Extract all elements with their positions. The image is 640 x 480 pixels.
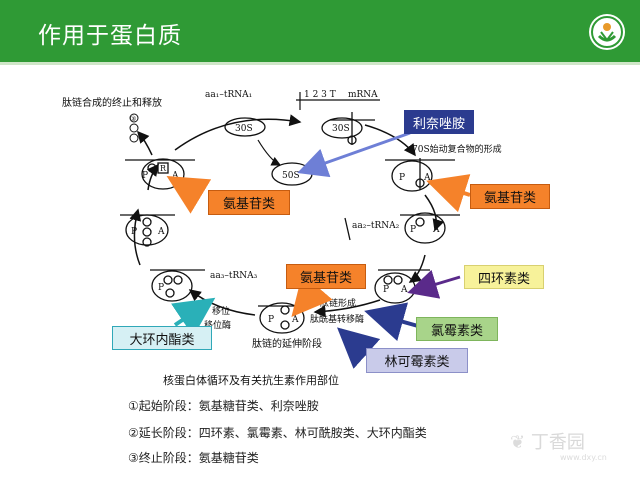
cycle-arc-bottom-left [188, 289, 256, 316]
svg-text:30S: 30S [235, 124, 253, 134]
inner-arrow-30s [257, 139, 282, 166]
aminoglycoside-label-2: 氨基苷类 [470, 184, 550, 209]
ribosome-aa2 [344, 212, 460, 244]
svg-text:mRNA: mRNA [348, 90, 378, 100]
aminoglycoside-arrow-2 [426, 174, 471, 213]
svg-text:③: ③ [130, 115, 136, 123]
svg-text:肽酰基转移酶: 肽酰基转移酶 [310, 313, 364, 325]
svg-text:肽链形成: 肽链形成 [320, 297, 356, 309]
svg-text:A: A [423, 173, 431, 183]
cycle-arc-top [174, 114, 302, 151]
header-bar: 作用于蛋白质 [0, 0, 640, 62]
macrolide-label: 大环内酯类 [112, 326, 212, 350]
watermark-brand: ❦ 丁香园 [510, 432, 585, 453]
svg-text:50S: 50S [282, 171, 300, 181]
lincomycin-label: 林可霉素类 [366, 348, 468, 373]
svg-text:P: P [131, 227, 137, 237]
tetracycline-arrow [407, 269, 461, 299]
ribosome-release [125, 158, 195, 190]
svg-text:A: A [432, 225, 440, 235]
complex-label: 70S始动复合物的形成 [412, 143, 502, 155]
slide-title: 作用于蛋白质 [38, 23, 182, 49]
summary-line-termination: ③终止阶段：氨基糖苷类 [128, 451, 259, 465]
svg-text:P: P [383, 285, 389, 295]
svg-text:P: P [399, 173, 405, 183]
cycle-arc-left-up [146, 163, 159, 191]
aminoglycoside-arrow-1 [166, 175, 212, 214]
aminoglycoside-label-1: 氨基苷类 [208, 190, 290, 215]
chloramphenicol-label: 氯霉素类 [416, 317, 498, 341]
svg-text:A: A [400, 285, 408, 295]
header-divider [0, 62, 640, 65]
lincomycin-arrow [337, 327, 381, 369]
elongation-label: 肽链的延伸阶段 [252, 337, 322, 350]
termination-label: 肽链合成的终止和释放 [62, 96, 162, 109]
svg-text:aa₃–tRNA₃: aa₃–tRNA₃ [210, 271, 258, 281]
svg-text:P: P [158, 283, 164, 293]
svg-text:30S: 30S [332, 124, 350, 134]
subunit-30s-right [321, 112, 375, 145]
svg-text:P: P [410, 225, 416, 235]
summary-line-elongation: ②延长阶段：四环素、氯霉素、林可酰胺类、大环内酯类 [128, 426, 427, 440]
aminoglycoside-arrow-3 [291, 273, 333, 318]
release-arrow [137, 130, 153, 156]
svg-text:1 2 3 T: 1 2 3 T [304, 90, 336, 100]
linezolid-label: 利奈唑胺 [404, 110, 474, 134]
macrolide-arrow [170, 297, 216, 337]
ribosome-cycle-diagram: 肽链合成的终止和释放 ③ 1 2 3 T mRNA aa₁–tRNA₁ 30S … [62, 90, 502, 387]
aminoglycoside-label-3: 氨基苷类 [286, 264, 366, 289]
subunit-30s-top [224, 117, 266, 137]
svg-text:aa₂–tRNA₂: aa₂–tRNA₂ [352, 221, 400, 231]
svg-text:aa₁–tRNA₁: aa₁–tRNA₁ [205, 90, 252, 100]
logo-icon [589, 14, 625, 50]
chloramphenicol-arrow [364, 302, 419, 341]
svg-text:A: A [157, 227, 165, 237]
summary-line-initiation: ①起始阶段：氨基糖苷类、利奈唑胺 [128, 399, 319, 413]
cycle-arc-right-bottom [408, 254, 426, 283]
linezolid-arrow [297, 131, 411, 178]
released-trna-stack [129, 113, 139, 143]
svg-text:A: A [291, 315, 299, 325]
svg-text:移位: 移位 [212, 305, 230, 317]
watermark-url: www.dxy.cn [560, 453, 607, 462]
watermark-leaf-icon: ❦ [510, 432, 526, 453]
svg-text:P: P [268, 315, 274, 325]
diagram-caption: 核蛋白体循环及有关抗生素作用部位 [163, 373, 339, 387]
svg-text:P: P [142, 171, 148, 181]
tetracycline-label: 四环素类 [464, 265, 544, 289]
ribosome-left-mid [120, 214, 175, 247]
svg-text:R: R [160, 164, 167, 173]
